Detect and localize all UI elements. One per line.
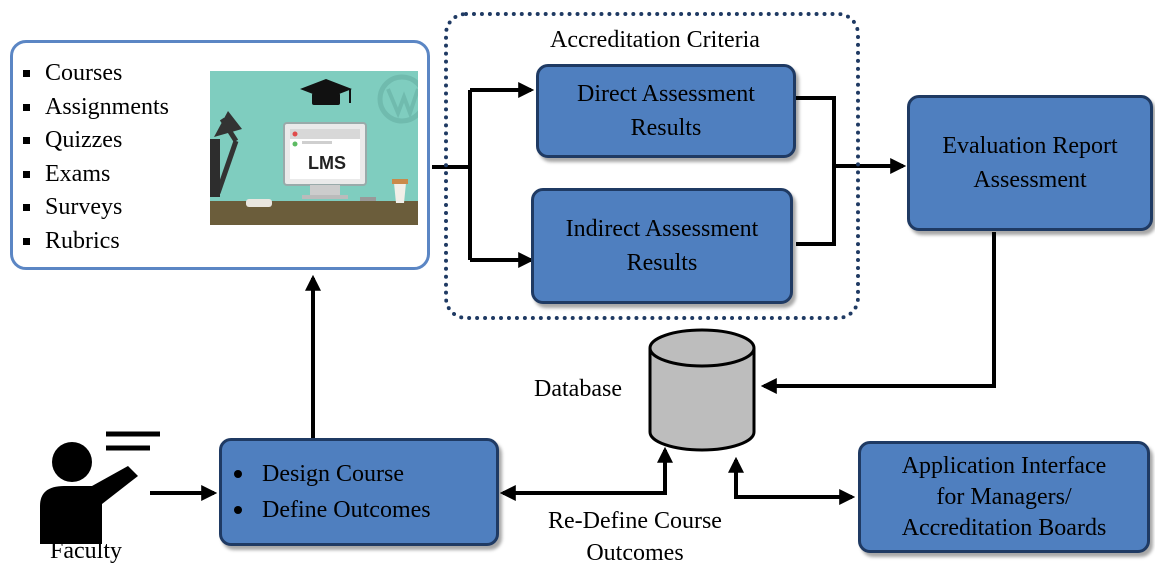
coffee-cup-icon <box>392 179 408 203</box>
arrow-database-design <box>499 446 673 501</box>
indirect-assessment-node: Indirect Assessment Results <box>531 188 793 304</box>
evaluation-report-node: Evaluation Report Assessment <box>907 95 1153 231</box>
desk-lamp-icon <box>214 111 242 194</box>
accreditation-criteria-group <box>444 12 860 320</box>
direct-assessment-line-1: Direct Assessment <box>577 81 755 107</box>
direct-assessment-node: Direct Assessment Results <box>536 64 796 158</box>
lms-item-exams: Exams <box>21 160 169 194</box>
desk <box>210 201 418 225</box>
redefine-outcomes-label: Re-Define Course Outcomes <box>500 505 770 568</box>
lms-item-courses: Courses <box>21 59 169 93</box>
presenter-icon <box>40 431 160 544</box>
arrow-evaluation-to-database <box>760 232 996 394</box>
arrow-database-app <box>728 456 856 505</box>
graduation-cap-icon <box>300 79 352 105</box>
app-interface-line-1: Application Interface <box>901 452 1107 479</box>
app-interface-line-3: Accreditation Boards <box>901 514 1107 541</box>
database-label: Database <box>534 376 622 402</box>
lms-to-criteria-line <box>432 90 472 260</box>
design-course-node: Design Course Define Outcomes <box>219 438 499 546</box>
database-icon <box>648 328 756 452</box>
lms-feature-list: Courses Assignments Quizzes Exams Survey… <box>21 59 169 260</box>
evaluation-line-1: Evaluation Report <box>942 133 1118 159</box>
lms-illustration: LMS <box>210 71 418 225</box>
monitor-icon: LMS <box>283 122 367 199</box>
design-item-design-course: Design Course <box>230 456 431 492</box>
paper-roll <box>246 199 272 207</box>
lamp-shadow <box>210 139 220 197</box>
lms-screen-label: LMS <box>308 153 346 173</box>
wordpress-logo <box>377 74 418 124</box>
lms-item-rubrics: Rubrics <box>21 227 169 261</box>
design-course-list: Design Course Define Outcomes <box>230 456 431 528</box>
lms-item-assignments: Assignments <box>21 93 169 127</box>
redefine-line-2: Outcomes <box>586 540 684 566</box>
faculty-label: Faculty <box>50 538 122 564</box>
indirect-assessment-line-2: Results <box>626 250 698 276</box>
indirect-assessment-line-1: Indirect Assessment <box>565 216 759 242</box>
lms-item-surveys: Surveys <box>21 193 169 227</box>
design-item-define-outcomes: Define Outcomes <box>230 492 431 528</box>
app-interface-line-2: for Managers/ <box>936 483 1072 510</box>
redefine-line-1: Re-Define Course <box>548 508 722 534</box>
evaluation-line-2: Assessment <box>973 167 1087 193</box>
accreditation-criteria-title: Accreditation Criteria <box>550 27 760 53</box>
direct-assessment-line-2: Results <box>630 115 702 141</box>
lms-item-quizzes: Quizzes <box>21 126 169 160</box>
application-interface-node: Application Interface for Managers/ Accr… <box>858 441 1150 553</box>
criteria-merge-line <box>796 96 836 246</box>
